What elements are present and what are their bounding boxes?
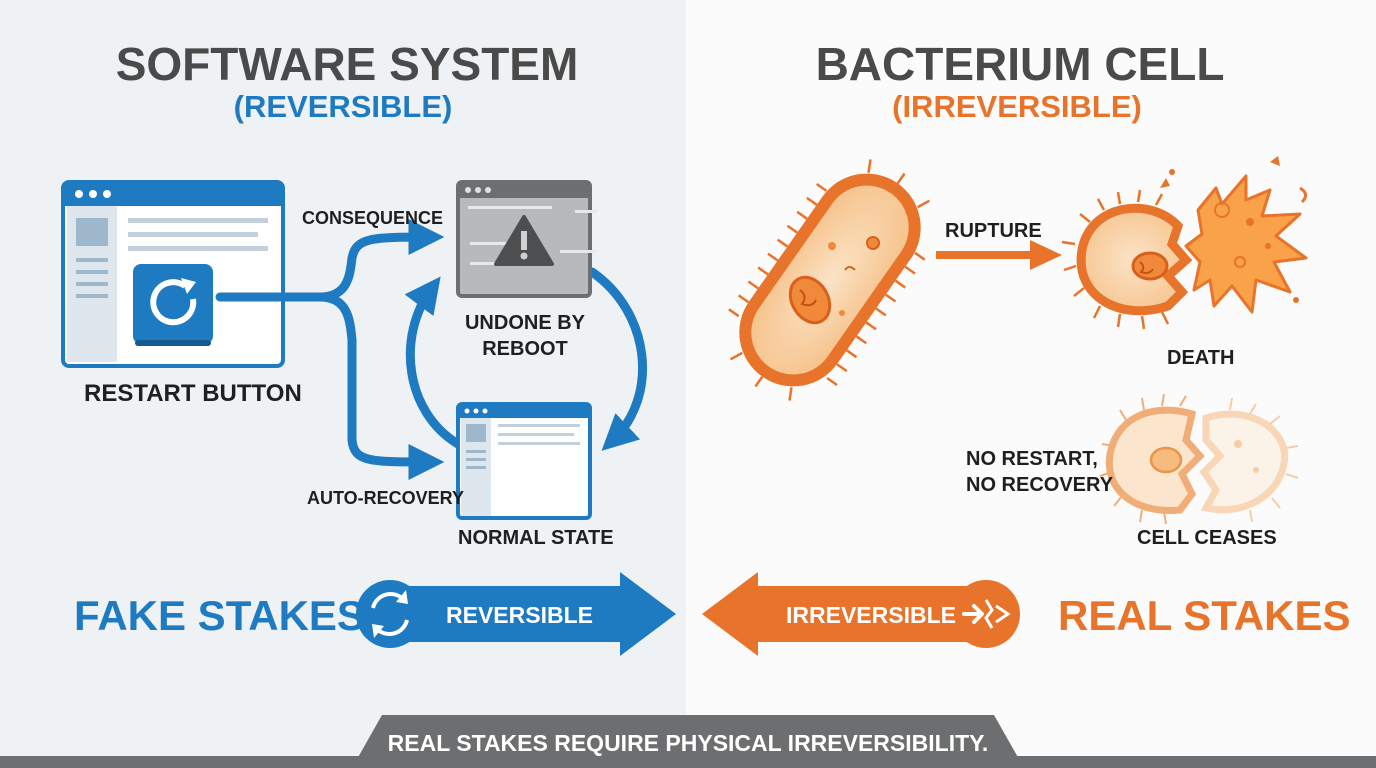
undone-by-reboot-label: UNDONE BY REBOOT: [440, 310, 610, 362]
right-title: BACTERIUM CELL: [815, 38, 1225, 90]
bursting-cell: [1061, 156, 1308, 330]
restart-button-label: RESTART BUTTON: [84, 380, 302, 407]
left-subtitle: (REVERSIBLE): [233, 89, 453, 124]
normal-state-window: [456, 402, 592, 520]
fake-stakes-label: FAKE STAKES: [74, 592, 365, 639]
rupture-icon: [952, 580, 1020, 648]
irreversible-arrow-label: IRREVERSIBLE: [786, 602, 956, 628]
right-subtitle: (IRREVERSIBLE): [892, 89, 1142, 124]
faded-cell: [1099, 393, 1299, 525]
cell-ceases-label: CELL CEASES: [1137, 527, 1277, 549]
reversible-arrow: [388, 572, 676, 656]
rupture-arrow: [936, 240, 1062, 270]
reversible-arrow-label: REVERSIBLE: [446, 602, 593, 628]
consequence-label: CONSEQUENCE: [302, 208, 444, 228]
flow-arrows: [215, 219, 647, 480]
auto-recovery-label: AUTO-RECOVERY: [307, 488, 465, 508]
no-restart-label: NO RESTART, NO RECOVERY: [966, 446, 1114, 498]
warning-icon: [494, 215, 554, 266]
normal-state-label: NORMAL STATE: [458, 527, 614, 549]
real-stakes-label: REAL STAKES: [1058, 592, 1351, 639]
restart-icon[interactable]: [133, 264, 213, 346]
left-title: SOFTWARE SYSTEM: [115, 38, 579, 90]
rupture-label: RUPTURE: [945, 220, 1042, 242]
bacterium-cell: [728, 159, 931, 401]
undone-line-1: UNDONE BY: [464, 312, 585, 334]
banner-text: REAL STAKES REQUIRE PHYSICAL IRREVERSIBI…: [387, 730, 989, 756]
undone-line-2: REBOOT: [482, 338, 568, 360]
irreversible-arrow: [702, 572, 990, 656]
refresh-icon: [356, 580, 424, 648]
no-restart-line-2: NO RECOVERY: [966, 474, 1114, 496]
no-restart-line-1: NO RESTART,: [966, 448, 1098, 470]
death-label: DEATH: [1167, 347, 1235, 369]
bottom-banner: [0, 715, 1376, 768]
